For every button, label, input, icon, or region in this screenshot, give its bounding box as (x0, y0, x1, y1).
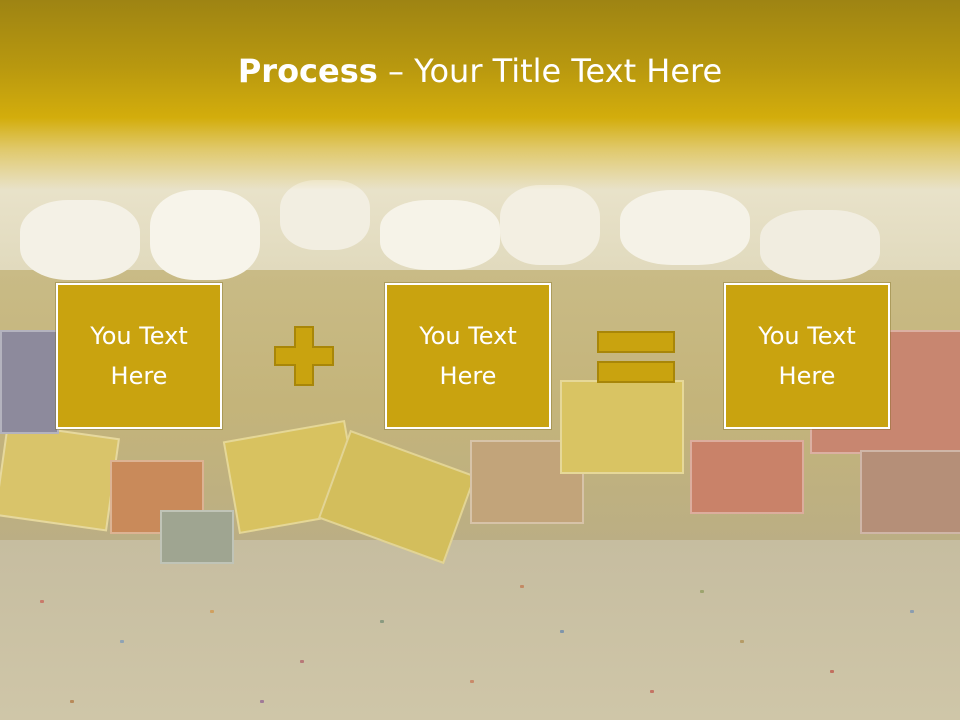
process-step-2[interactable]: You Text Here (384, 282, 552, 430)
title-bold-text: Process (237, 52, 378, 90)
title-rest-text: – Your Title Text Here (377, 52, 723, 90)
process-step-1-text: You Text Here (90, 322, 188, 390)
background-shape (70, 700, 74, 703)
background-shape (120, 640, 124, 643)
background-shape (0, 330, 59, 434)
background-shape (740, 640, 744, 643)
background-shape (520, 585, 524, 588)
process-step-3[interactable]: You Text Here (723, 282, 891, 430)
background-shape (500, 185, 600, 265)
equals-icon (597, 331, 675, 383)
background-shape (150, 190, 260, 280)
process-step-3-text: You Text Here (758, 322, 856, 390)
background-shape (260, 700, 264, 703)
background-shape (700, 590, 704, 593)
slide-title[interactable]: Process – Your Title Text Here (0, 52, 960, 90)
process-step-2-text: You Text Here (419, 322, 517, 390)
background-shape (280, 180, 370, 250)
background-shape (380, 200, 500, 270)
background-shape (160, 510, 234, 564)
background-shape (210, 610, 214, 613)
plus-icon (274, 326, 334, 386)
background-shape (650, 690, 654, 693)
background-shape (300, 660, 304, 663)
background-ground-area (0, 540, 960, 720)
background-shape (20, 200, 140, 280)
header-band (0, 0, 960, 190)
background-shape (620, 190, 750, 265)
background-shape (560, 630, 564, 633)
background-shape (560, 380, 684, 474)
background-shape (690, 440, 804, 514)
background-shape (830, 670, 834, 673)
background-shape (40, 600, 44, 603)
background-shape (910, 610, 914, 613)
background-shape (760, 210, 880, 280)
background-shape (0, 422, 120, 532)
background-shape (470, 680, 474, 683)
background-shape (380, 620, 384, 623)
background-shape (860, 450, 960, 534)
process-step-1[interactable]: You Text Here (55, 282, 223, 430)
